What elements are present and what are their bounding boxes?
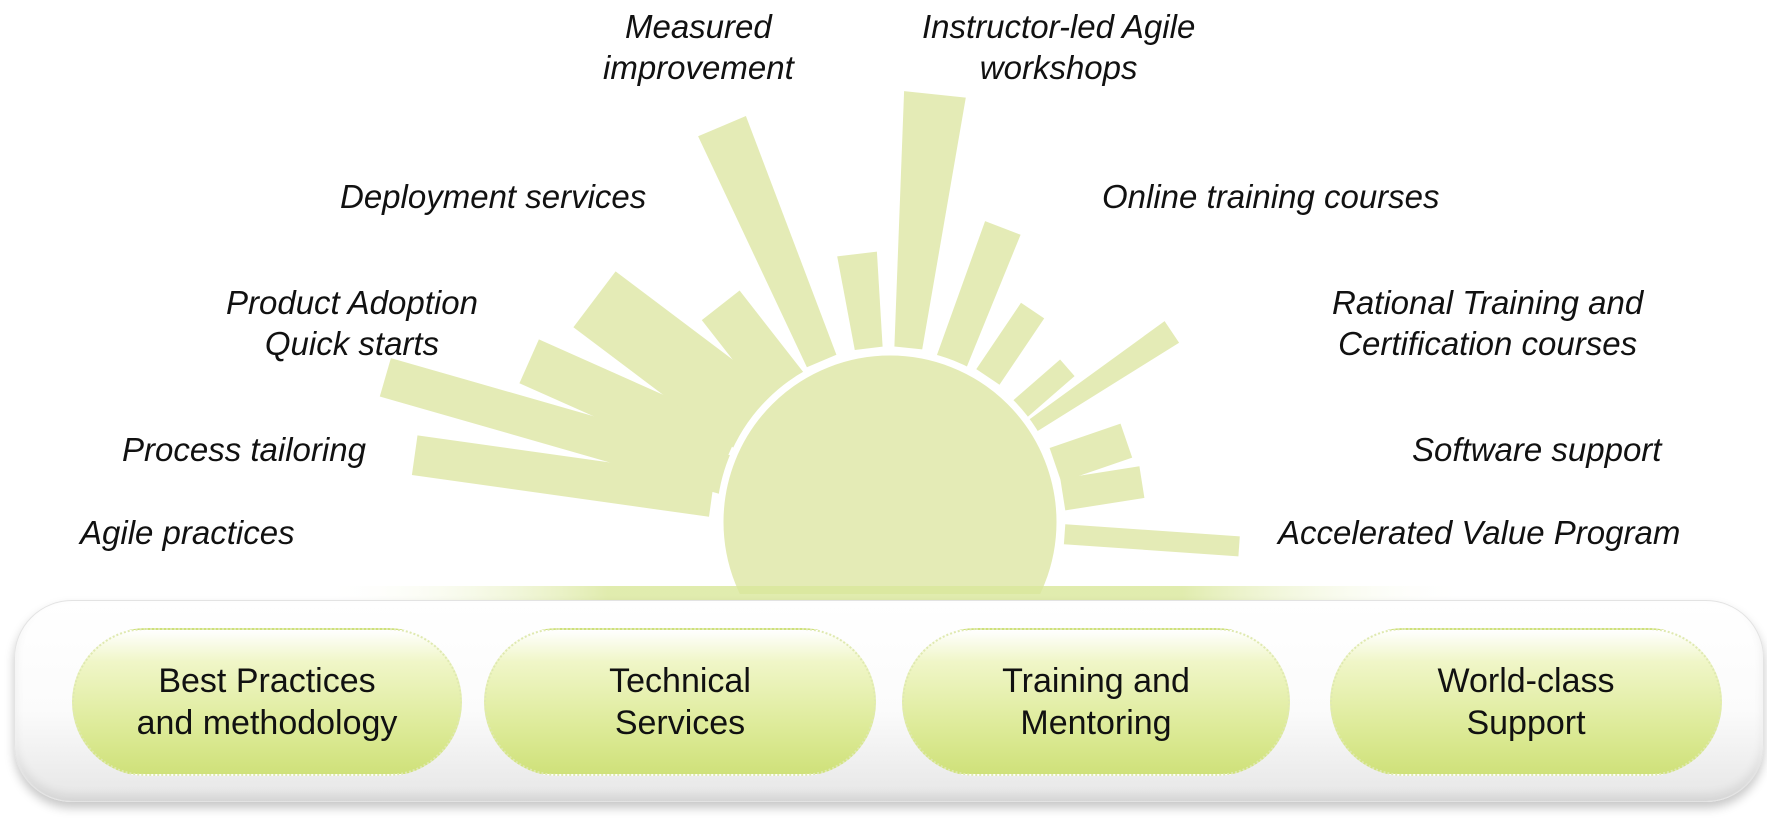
- sun-ray: [701, 290, 805, 403]
- sun-ray: [573, 271, 776, 448]
- sun-ray: [1060, 466, 1145, 511]
- sun-ray: [698, 116, 837, 368]
- sun-ray: [1011, 359, 1075, 419]
- label-measured-improvement: Measured improvement: [603, 8, 794, 86]
- label-deployment-services: Deployment services: [340, 178, 647, 215]
- label-agile-practices: Agile practices: [80, 514, 295, 551]
- label-process-tailoring: Process tailoring: [122, 431, 366, 468]
- label-software-support: Software support: [1412, 431, 1662, 468]
- horizon-glow: [320, 586, 1470, 600]
- sun-ray: [519, 339, 740, 473]
- sun-ray: [411, 435, 715, 517]
- sun-rays: [379, 91, 1240, 557]
- sun-ray: [1049, 423, 1133, 482]
- label-instructor-led-workshops: Instructor-led Agile workshops: [922, 8, 1196, 86]
- sun-ray: [936, 221, 1021, 369]
- label-rational-training: Rational Training and Certification cour…: [1332, 284, 1644, 362]
- sun-ray: [1027, 321, 1180, 433]
- label-accelerated-value-program: Accelerated Value Program: [1278, 514, 1681, 551]
- label-product-adoption: Product Adoption Quick starts: [226, 284, 478, 362]
- sun-ray: [837, 251, 883, 350]
- label-online-training: Online training courses: [1102, 178, 1440, 215]
- sun-ray: [976, 302, 1045, 385]
- sun-ray: [894, 91, 966, 350]
- sun-ray: [1063, 524, 1240, 557]
- sun-disc: [716, 348, 1064, 594]
- sun-ray: [379, 358, 733, 495]
